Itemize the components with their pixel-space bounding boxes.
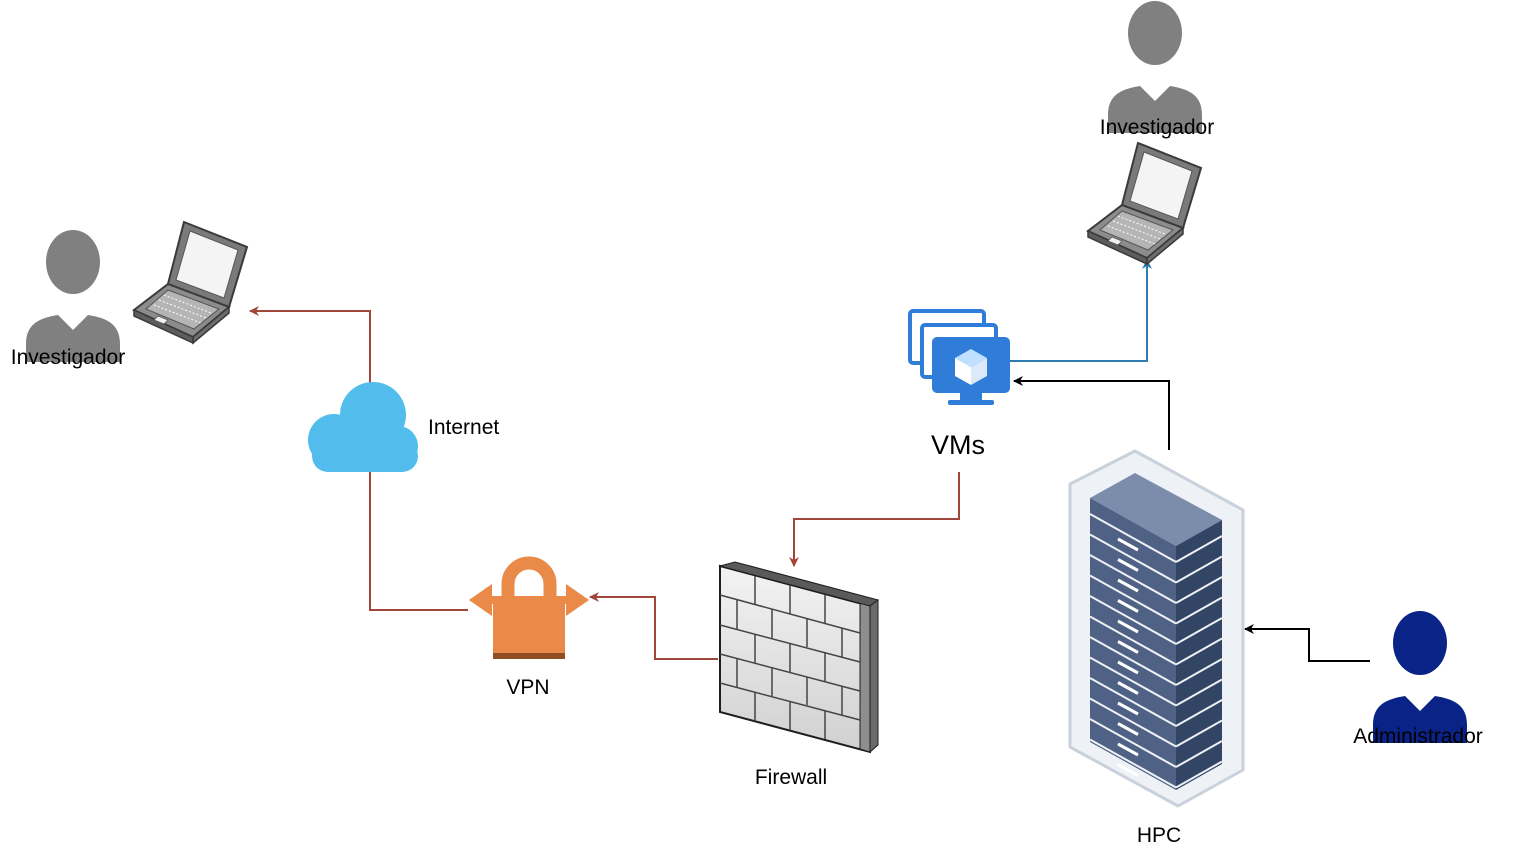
connector-vms-to-firewall — [789, 472, 960, 567]
server-rack-icon — [1068, 449, 1245, 808]
investigador-top-label: Investigador — [1099, 116, 1215, 139]
vms-label: VMs — [931, 430, 985, 460]
laptop-icon — [133, 221, 248, 344]
administrador-label: Administrador — [1353, 725, 1483, 748]
user-icon — [1108, 1, 1202, 133]
investigador-left-label: Investigador — [10, 346, 126, 369]
connector-admin-to-hpc — [1244, 624, 1370, 662]
internet-label: Internet — [428, 416, 500, 439]
connector-hpc-to-vms — [1013, 376, 1170, 450]
cloud-icon — [308, 382, 418, 472]
laptop-icon — [1087, 142, 1202, 265]
connector-vpn-to-internet — [369, 472, 468, 611]
vpn-gateway-icon — [469, 556, 589, 659]
virtual-machines-icon — [908, 309, 1010, 405]
admin-user-icon — [1373, 611, 1467, 743]
connector-internet-to-investigador — [249, 306, 371, 385]
firewall-label: Firewall — [754, 766, 828, 789]
vpn-label: VPN — [506, 676, 550, 699]
firewall-icon — [718, 561, 880, 754]
hpc-label: HPC — [1136, 824, 1182, 847]
connector-firewall-to-vpn — [589, 592, 718, 660]
user-icon — [26, 230, 120, 362]
connector-vms-to-investigador-top — [1010, 259, 1152, 362]
